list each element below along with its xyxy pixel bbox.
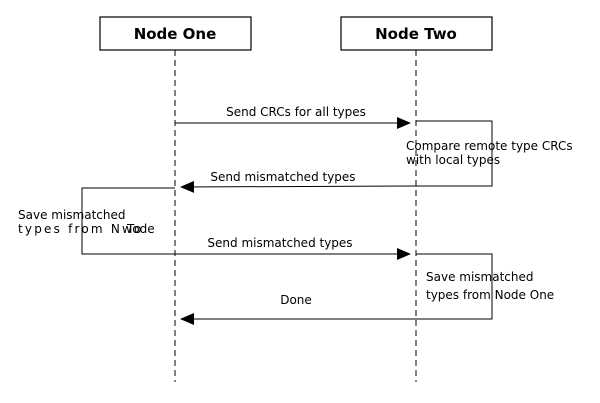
message-send-mismatched-label: Send mismatched types [207, 236, 352, 250]
save-left-note-line2a: types from Nwo [18, 222, 144, 236]
node-two-title: Node Two [375, 25, 457, 43]
message-send-mismatched-back-label: Send mismatched types [210, 170, 355, 184]
compare-note-line1: Compare remote type CRCs [406, 139, 573, 153]
save-right-note-line2: types from Node One [426, 288, 554, 302]
message-send-crcs-label: Send CRCs for all types [226, 105, 366, 119]
node-one-title: Node One [134, 25, 217, 43]
message-send-mismatched-back-arrow [180, 180, 417, 193]
save-left-self-loop [81, 187, 175, 255]
compare-note-line2: with local types [406, 153, 500, 167]
save-right-note-line1: Save mismatched [426, 270, 534, 284]
save-right-self-loop [416, 253, 493, 320]
node-one-box [99, 16, 252, 51]
save-left-note-line2b: Tode [126, 222, 155, 236]
save-left-note-line1: Save mismatched [18, 208, 126, 222]
compare-self-loop [416, 120, 493, 187]
node-two-box [340, 16, 493, 51]
message-done-label: Done [280, 293, 312, 307]
